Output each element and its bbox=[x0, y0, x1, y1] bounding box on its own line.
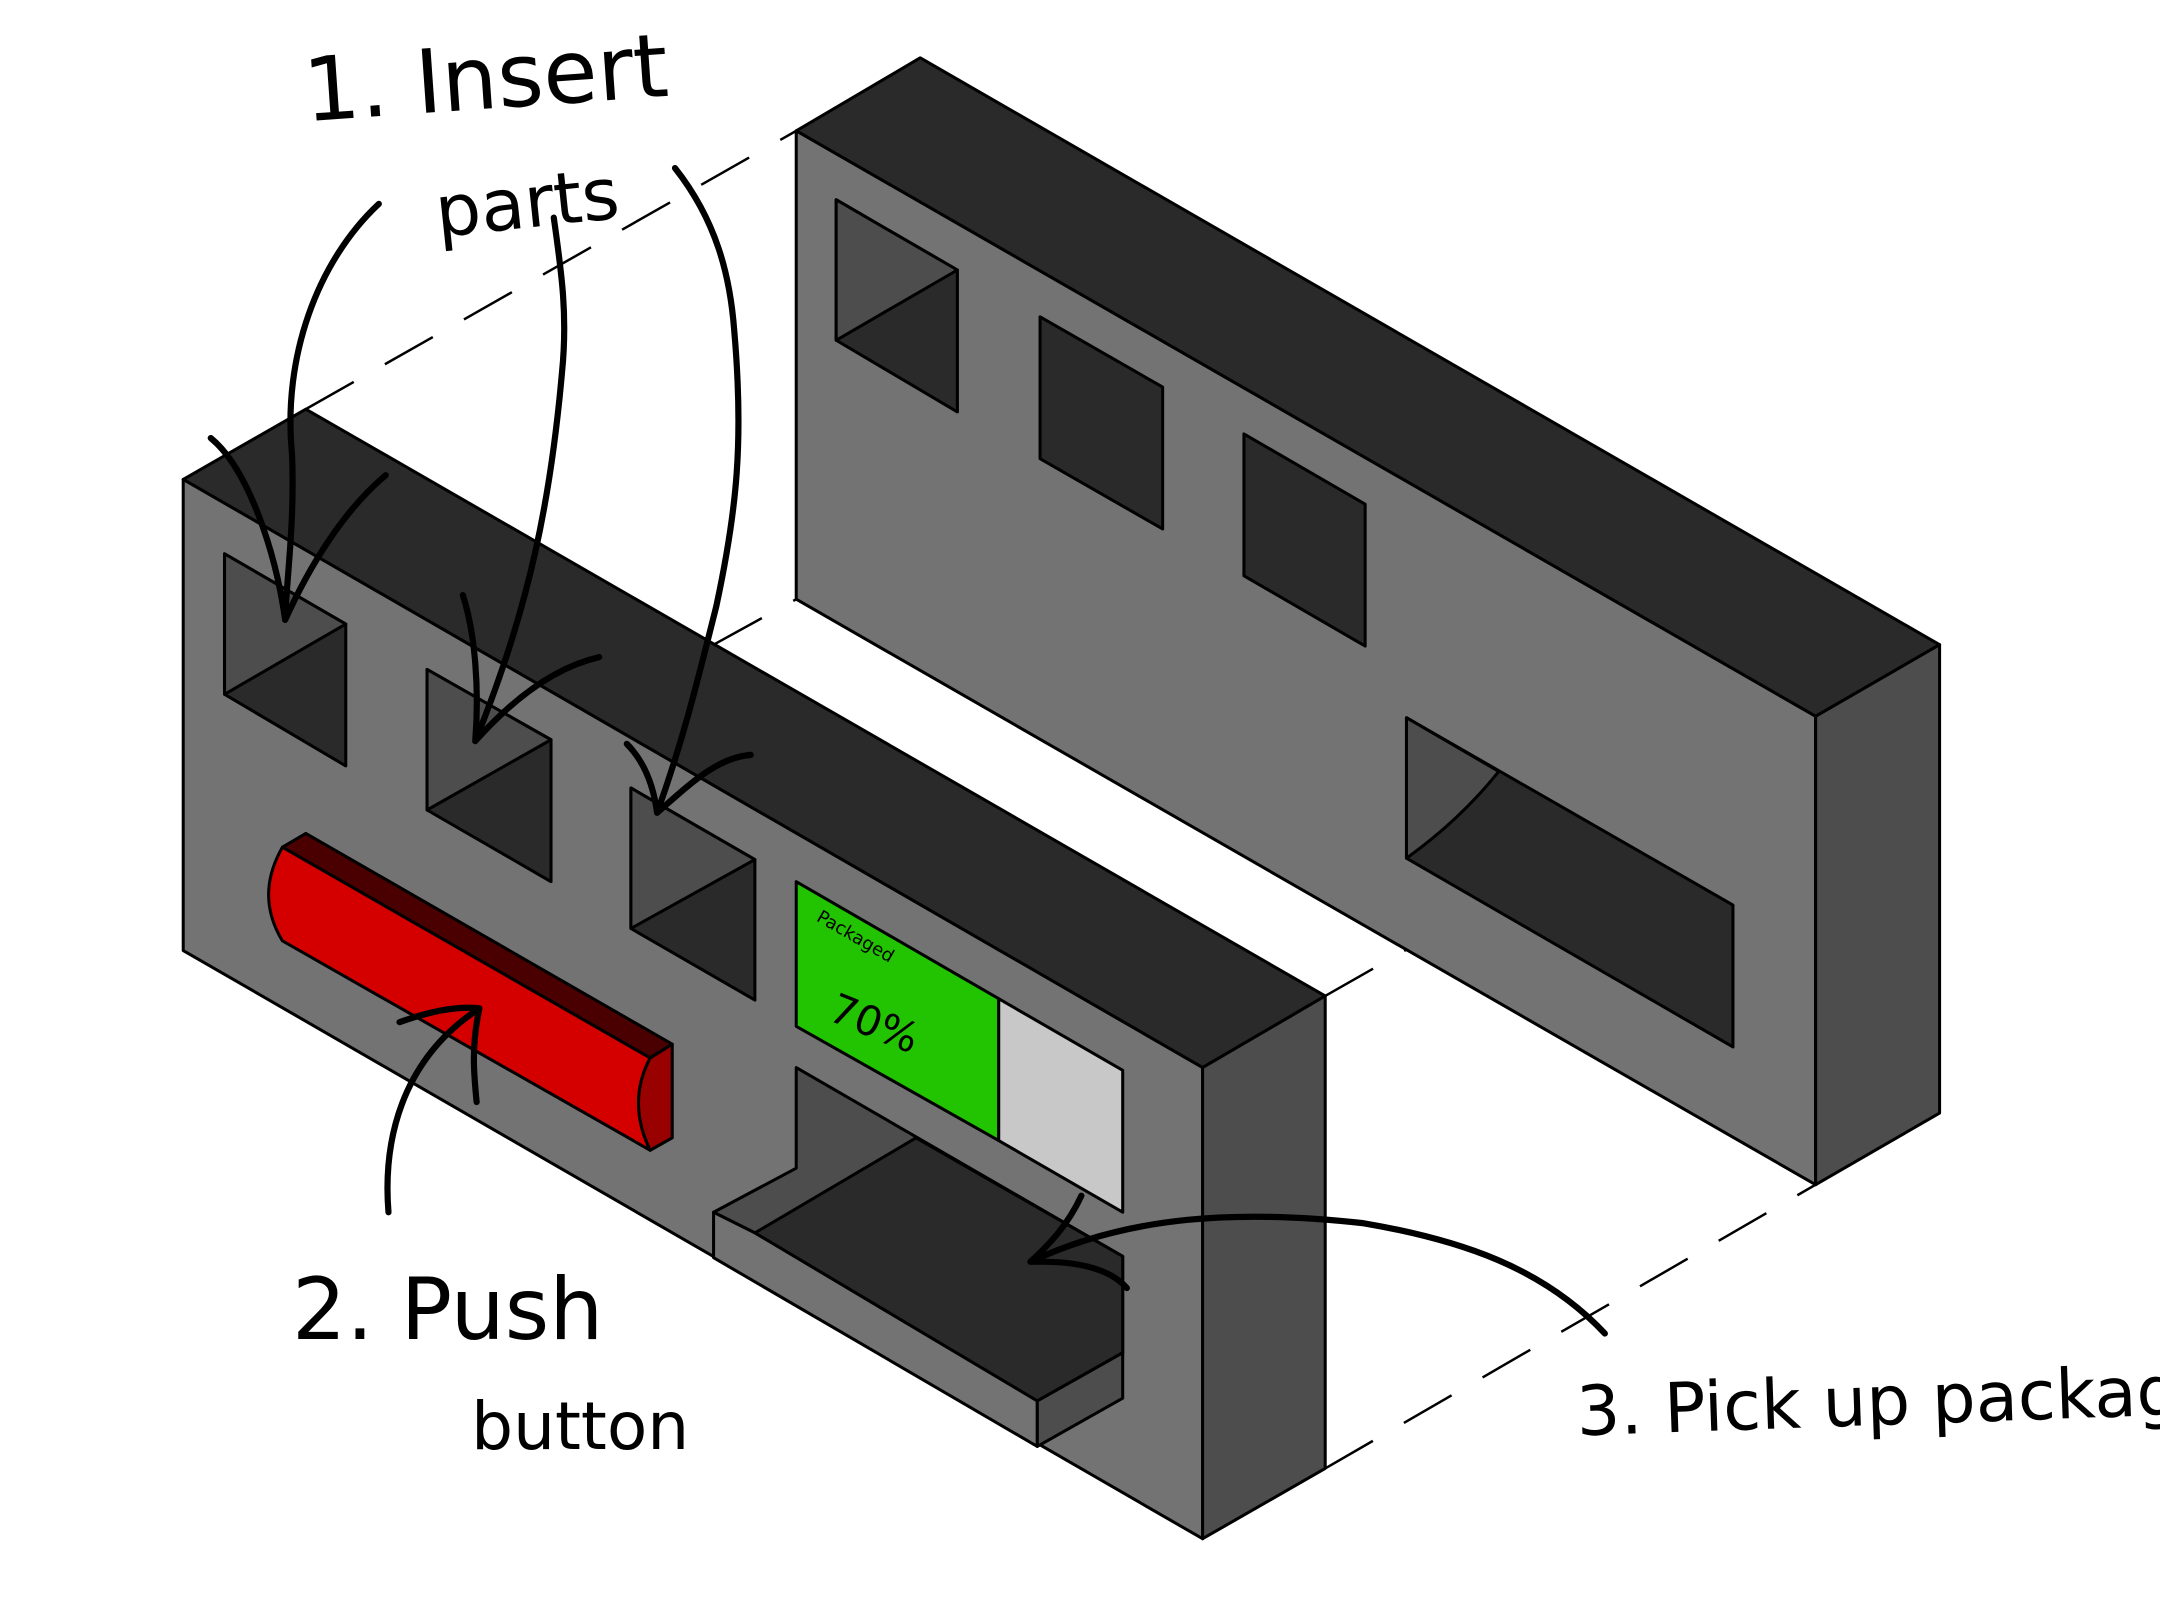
back-part-slot-2 bbox=[1038, 315, 1165, 531]
arrow-to-slot-2 bbox=[459, 214, 603, 745]
step1-label-line2: parts bbox=[431, 152, 623, 254]
back-package-slot bbox=[1404, 716, 1735, 1049]
back-machine bbox=[794, 56, 1942, 1187]
step3-label: 3. Pick up package bbox=[1575, 1350, 2160, 1453]
step1-label-line1: 1. Insert bbox=[300, 14, 671, 142]
push-button[interactable] bbox=[267, 831, 674, 1152]
progress-empty bbox=[997, 997, 1125, 1214]
back-part-slot-3 bbox=[1242, 432, 1367, 648]
arrow-to-slot-1 bbox=[207, 200, 389, 623]
step2-label-line2: button bbox=[471, 1388, 689, 1465]
arrow-to-button bbox=[384, 1004, 483, 1216]
part-slot-3[interactable] bbox=[629, 786, 757, 1002]
front-machine: Packaged 70% bbox=[181, 407, 1327, 1541]
back-part-slot-1 bbox=[834, 198, 959, 414]
step2-label-line1: 2. Push bbox=[292, 1261, 603, 1360]
package-pickup-slot[interactable] bbox=[712, 1066, 1125, 1448]
arrows bbox=[207, 164, 1608, 1337]
arrow-to-pickup bbox=[1027, 1192, 1608, 1337]
arrow-to-slot-3 bbox=[623, 164, 754, 816]
progress-display: Packaged 70% bbox=[794, 880, 1125, 1214]
